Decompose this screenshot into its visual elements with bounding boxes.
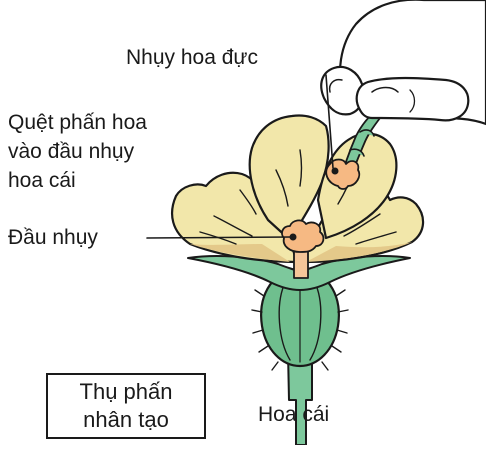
hand-icon xyxy=(321,0,486,124)
caption-line-2: nhân tạo xyxy=(48,406,204,434)
label-stigma: Đầu nhụy xyxy=(8,223,98,252)
label-brush-line-2: vào đầu nhụy xyxy=(8,137,147,166)
label-male-flower: Nhụy hoa đực xyxy=(126,43,258,72)
label-female-flower: Hoa cái xyxy=(258,400,329,429)
label-brush-line-3: hoa cái xyxy=(8,166,147,195)
label-brush-instruction: Quệt phấn hoa vào đầu nhụy hoa cái xyxy=(8,108,147,195)
leader-stigma xyxy=(147,237,292,238)
caption-box: Thụ phấn nhân tạo xyxy=(46,373,206,439)
label-brush-line-1: Quệt phấn hoa xyxy=(8,108,147,137)
caption-line-1: Thụ phấn xyxy=(48,378,204,406)
